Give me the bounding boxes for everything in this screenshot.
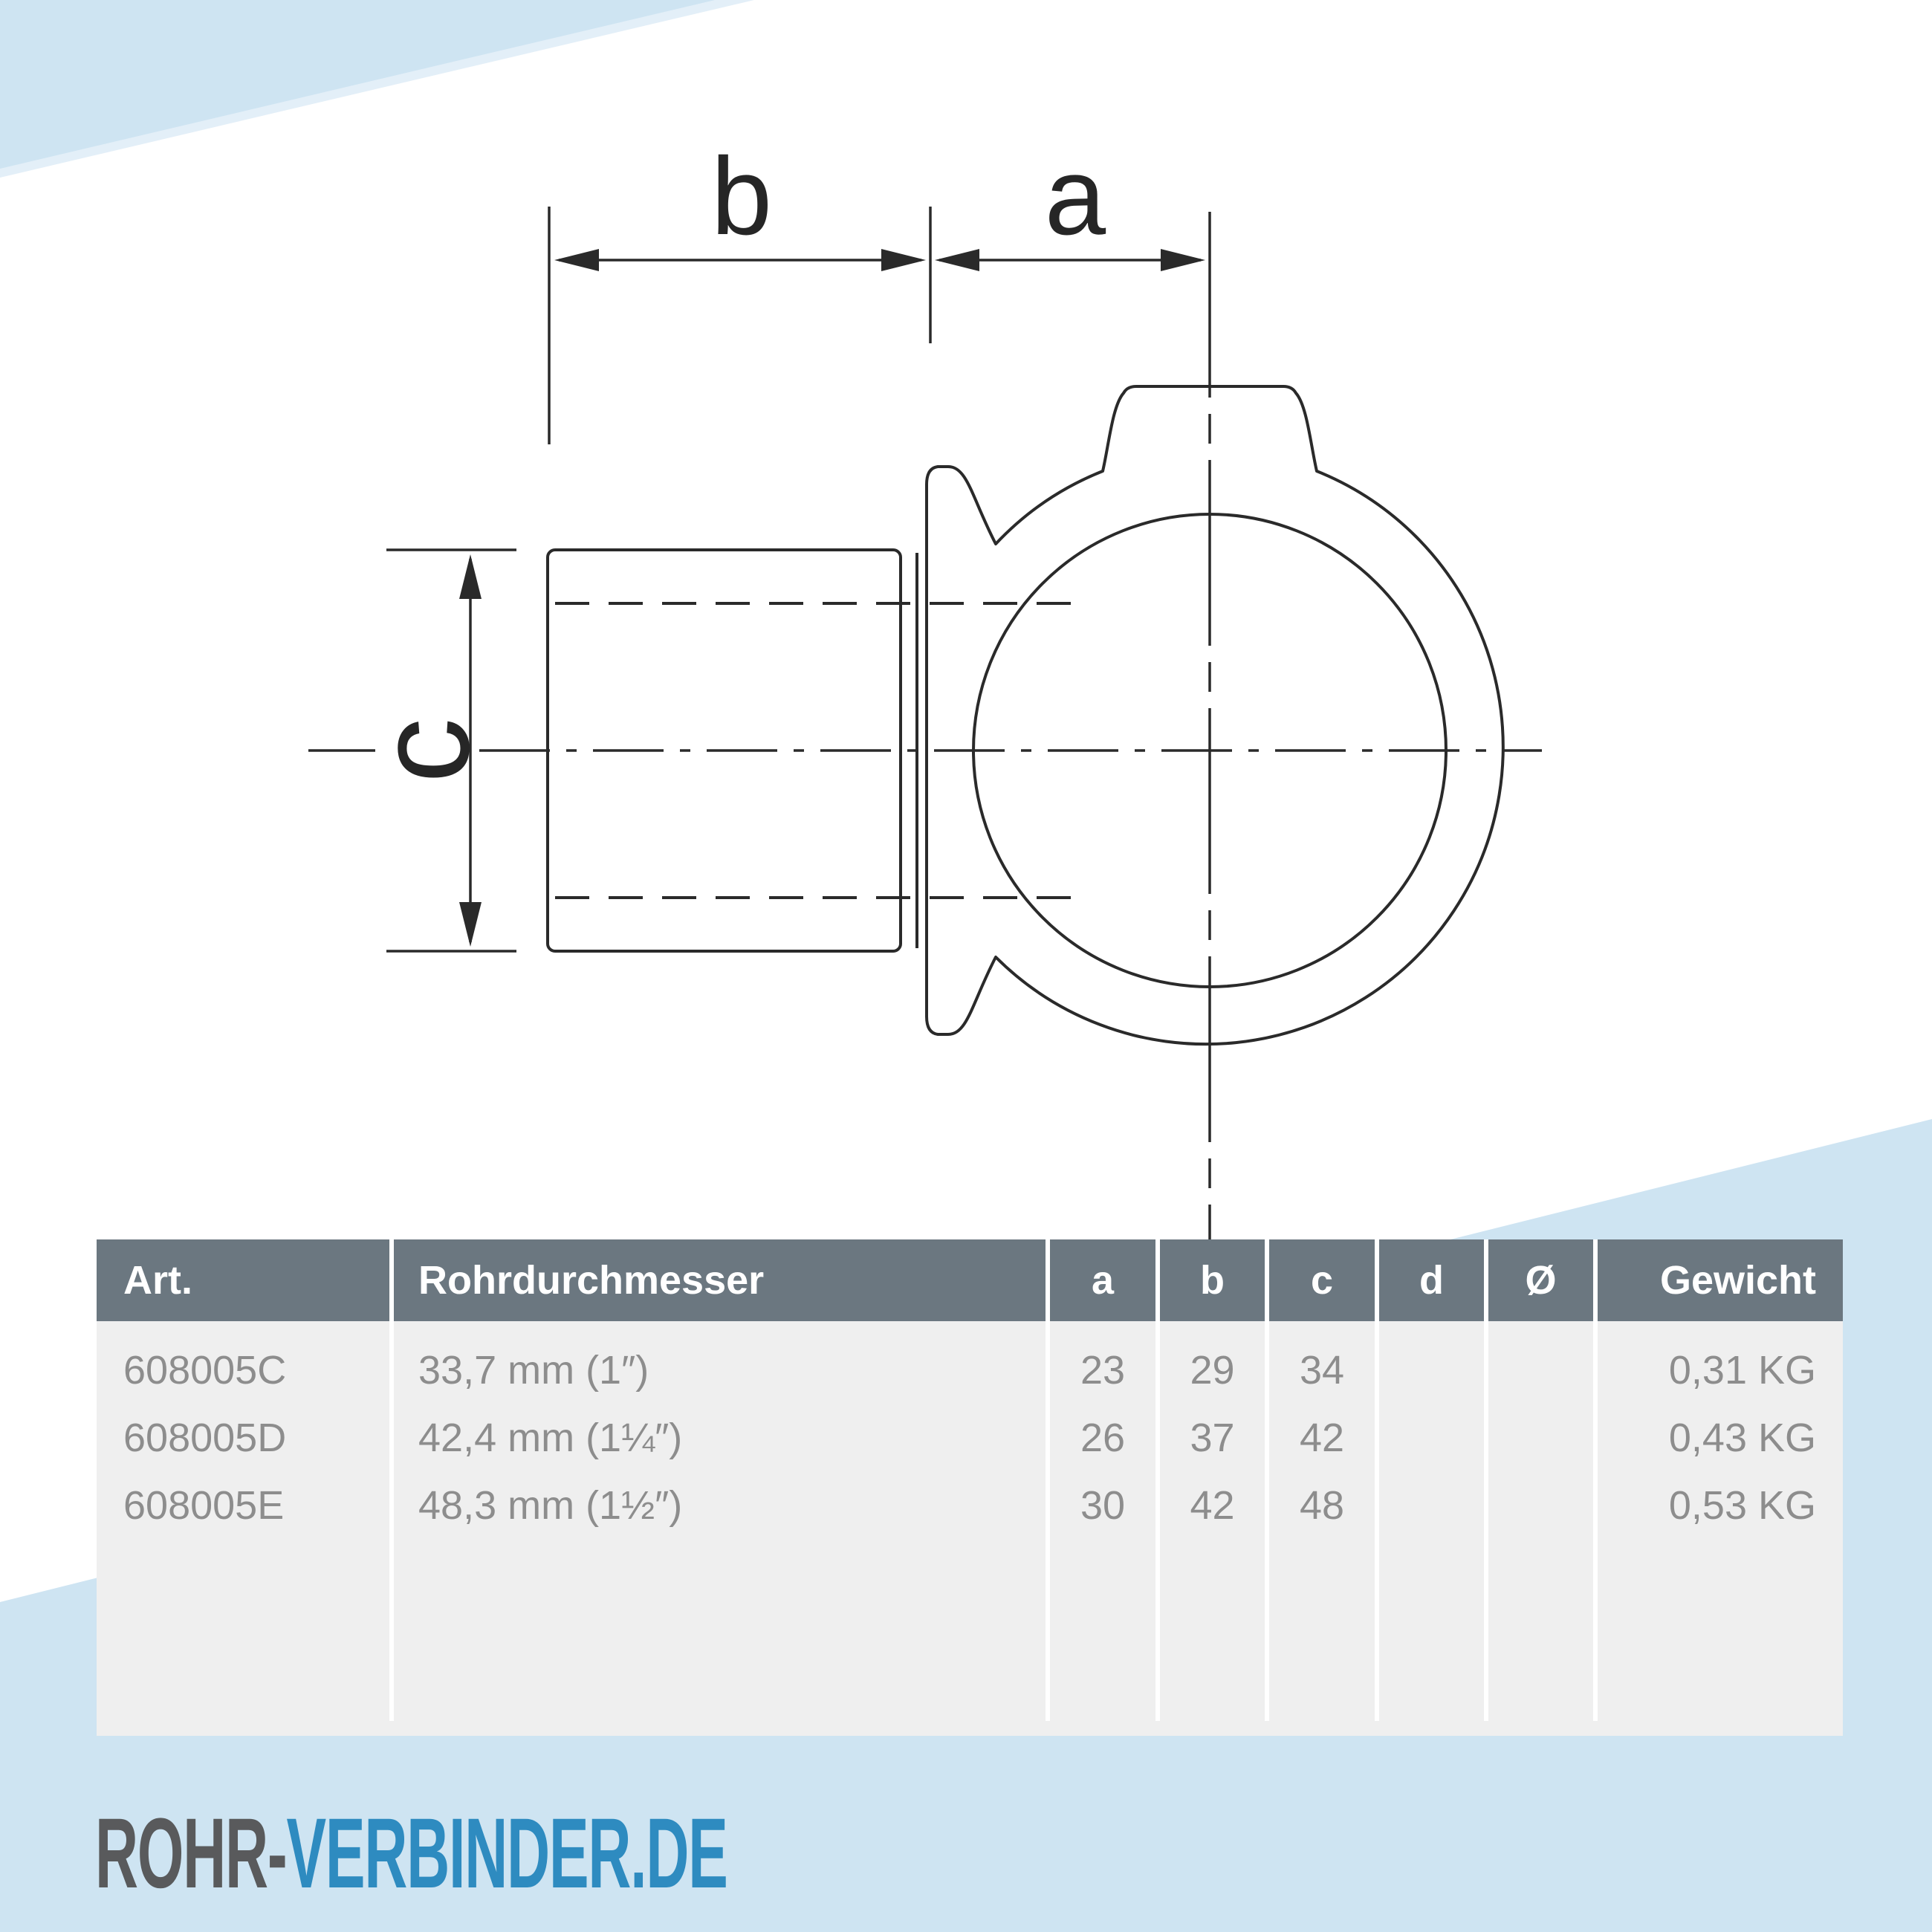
cell-b: 42 (1190, 1482, 1235, 1528)
header-d: d (1419, 1258, 1444, 1303)
arrow-c-bottom (459, 902, 482, 947)
cell-b: 37 (1190, 1415, 1235, 1460)
top-left-triangle (0, 0, 715, 169)
arrow-a-left (935, 249, 979, 271)
pipe-cylinder (546, 548, 902, 953)
cell-c: 48 (1299, 1482, 1345, 1528)
column-divider (1265, 1239, 1269, 1721)
cell-a: 30 (1080, 1482, 1126, 1528)
table-body: 608005C 33,7 mm (1″) 23 29 34 0,31 KG 60… (97, 1321, 1843, 1736)
header-a: a (1091, 1258, 1115, 1303)
dim-label-b: b (710, 135, 773, 258)
column-divider (1155, 1239, 1160, 1721)
cell-art: 608005C (123, 1347, 287, 1393)
cell-c: 34 (1299, 1347, 1345, 1393)
column-divider (389, 1239, 394, 1721)
dim-label-a: a (1044, 135, 1106, 258)
arrow-b-left (554, 249, 599, 271)
logo-part-verbinder: VERBINDER.DE (286, 1798, 728, 1909)
site-logo: ROHR-VERBINDER.DE (95, 1804, 1149, 1904)
column-divider (1046, 1239, 1050, 1721)
table-row: 608005E 48,3 mm (1½″) 30 42 48 0,53 KG (97, 1471, 1843, 1539)
header-gewicht: Gewicht (1659, 1258, 1816, 1303)
cell-a: 23 (1080, 1347, 1126, 1393)
header-diameter: Ø (1525, 1258, 1557, 1303)
cell-art: 608005D (123, 1415, 287, 1460)
dim-label-c: c (351, 718, 496, 783)
header-rohrdurchmesser: Rohrdurchmesser (418, 1258, 765, 1303)
logo-part-rohr: ROHR- (95, 1798, 288, 1909)
cell-b: 29 (1190, 1347, 1235, 1393)
column-divider (1375, 1239, 1379, 1721)
cell-gewicht: 0,53 KG (1668, 1482, 1816, 1528)
cell-art: 608005E (123, 1482, 285, 1528)
cell-rohrdurchmesser: 48,3 mm (1½″) (418, 1482, 683, 1528)
cell-a: 26 (1080, 1415, 1126, 1460)
column-divider (1593, 1239, 1598, 1721)
table-row: 608005C 33,7 mm (1″) 23 29 34 0,31 KG (97, 1336, 1843, 1404)
ring-inner (972, 513, 1448, 988)
cell-rohrdurchmesser: 42,4 mm (1¼″) (418, 1415, 683, 1460)
table-row: 608005D 42,4 mm (1¼″) 26 37 42 0,43 KG (97, 1404, 1843, 1471)
cell-c: 42 (1299, 1415, 1345, 1460)
arrow-c-top (459, 554, 482, 599)
cell-rohrdurchmesser: 33,7 mm (1″) (418, 1347, 649, 1393)
ring-outer-with-flange (925, 385, 1505, 1046)
spec-table: Art. Rohrdurchmesser a b c d Ø Gewicht 6… (97, 1239, 1843, 1736)
dimension-b (548, 207, 932, 444)
site-logo-text: ROHR-VERBINDER.DE (95, 1804, 728, 1904)
cell-gewicht: 0,31 KG (1668, 1347, 1816, 1393)
header-art: Art. (123, 1258, 192, 1303)
cell-gewicht: 0,43 KG (1668, 1415, 1816, 1460)
header-b: b (1200, 1258, 1225, 1303)
arrow-a-right (1161, 249, 1205, 271)
dimension-c (386, 548, 516, 953)
header-c: c (1310, 1258, 1334, 1303)
arrow-b-right (881, 249, 926, 271)
column-divider (1484, 1239, 1488, 1721)
table-header-row: Art. Rohrdurchmesser a b c d Ø Gewicht (97, 1239, 1843, 1321)
